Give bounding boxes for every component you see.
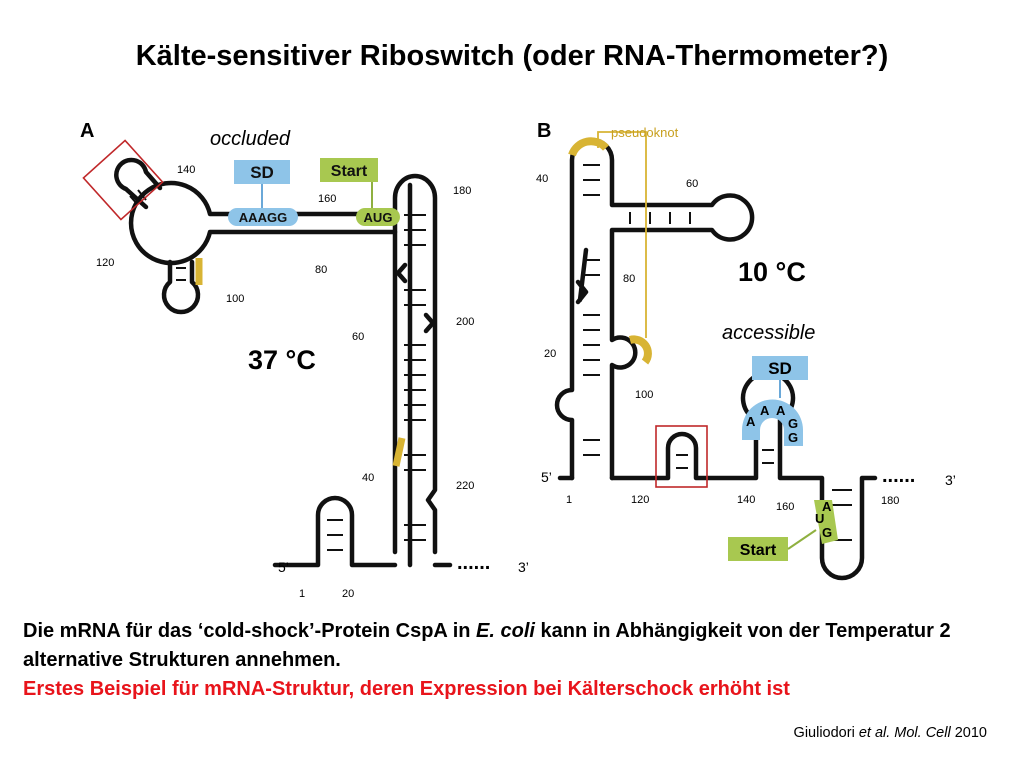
panel-a-start-sequence: AUG bbox=[364, 210, 393, 225]
panel-b-start-box bbox=[728, 537, 788, 561]
panel-b-num-140: 140 bbox=[737, 494, 755, 506]
panel-a-num-220: 220 bbox=[456, 480, 474, 492]
panel-a-sd-highlight bbox=[228, 208, 298, 226]
panel-a-5prime-hairpin bbox=[272, 495, 398, 568]
panel-b-letter: B bbox=[537, 120, 551, 142]
panel-a-red-box bbox=[82, 139, 164, 221]
panel-b-sd-label: SD bbox=[768, 359, 792, 378]
citation-year: 2010 bbox=[950, 725, 987, 741]
panel-b-num-40: 40 bbox=[536, 173, 548, 185]
panel-a-letter: A bbox=[80, 120, 94, 142]
citation-author: Giuliodori bbox=[793, 725, 859, 741]
caption-line2: Erstes Beispiel für mRNA-Struktur, deren… bbox=[23, 678, 790, 700]
panel-a-5prime: 5’ bbox=[278, 559, 289, 575]
citation: Giuliodori et al. Mol. Cell 2010 bbox=[794, 725, 987, 741]
panel-b-num-60: 60 bbox=[686, 178, 698, 190]
panel-b-start-bases: A U G bbox=[815, 499, 832, 540]
panel-b-temperature: 10 °C bbox=[738, 257, 806, 287]
panel-b-num-80: 80 bbox=[623, 273, 635, 285]
panel-b-num-20: 20 bbox=[544, 348, 556, 360]
panel-b-start-highlight bbox=[814, 500, 838, 544]
panel-a-sd-label: SD bbox=[250, 163, 274, 182]
caption-line1-end: kann in Abhängigkeit von der Temperatur … bbox=[23, 620, 951, 671]
panel-b-sd-base-g2: G bbox=[788, 430, 798, 445]
panel-b-3prime: 3’ bbox=[945, 472, 956, 488]
panel-b-sd-base-g1: G bbox=[788, 416, 798, 431]
panel-a-dots: ...... bbox=[457, 552, 490, 574]
panel-b-start-base-u: U bbox=[815, 511, 824, 526]
panel-a-temperature: 37 °C bbox=[248, 345, 316, 375]
panel-b-start-label: Start bbox=[740, 542, 777, 559]
panel-a-num-160: 160 bbox=[318, 193, 336, 205]
panel-b-num-160: 160 bbox=[776, 501, 794, 513]
panel-b-start-base-g: G bbox=[822, 525, 832, 540]
panel-a-num-180: 180 bbox=[453, 185, 471, 197]
panel-b-sd-base-a2: A bbox=[760, 403, 770, 418]
panel-a-numbers: 140 160 180 120 80 100 200 60 40 220 1 2… bbox=[96, 164, 474, 600]
panel-a-state-label: occluded bbox=[210, 128, 291, 150]
panel-b-5prime: 5’ bbox=[541, 469, 552, 485]
panel-b-dots: ...... bbox=[882, 465, 915, 487]
panel-a-num-20: 20 bbox=[342, 588, 354, 600]
riboswitch-figure: SD Start AAAGG AUG A occluded 37 °C 140 … bbox=[80, 120, 956, 600]
panel-b-num-1: 1 bbox=[566, 494, 572, 506]
panel-a-num-140: 140 bbox=[177, 164, 195, 176]
caption-line1: Die mRNA für das ‘cold-shock’-Protein Cs… bbox=[23, 617, 1013, 675]
caption-line1-species: E. coli bbox=[476, 620, 535, 642]
panel-a-upper-junction bbox=[128, 180, 398, 266]
panel-b-yellow-mid bbox=[628, 335, 652, 365]
panel-b-state-label: accessible bbox=[722, 322, 815, 344]
panel-b-yellow-top bbox=[568, 137, 609, 157]
panel-b-sd-bases: A A A G G bbox=[746, 403, 798, 445]
panel-a-boxed-hairpin bbox=[114, 157, 163, 210]
panel-a-highlights bbox=[82, 139, 406, 467]
panel-b-sd-base-a1: A bbox=[746, 414, 756, 429]
panel-b-sd-highlight bbox=[742, 399, 803, 446]
panel-b-basepairs bbox=[583, 164, 852, 541]
panel-a-num-80: 80 bbox=[315, 264, 327, 276]
panel-b-sd-base-a3: A bbox=[776, 403, 786, 418]
panel-a-num-200: 200 bbox=[456, 316, 474, 328]
panel-b-bottom-strand bbox=[557, 370, 878, 581]
panel-b-pseudoknot-label: pseudoknot bbox=[611, 125, 679, 140]
panel-a-basepairs bbox=[129, 189, 426, 551]
panel-a-start-highlight bbox=[356, 208, 400, 226]
panel-b-red-box bbox=[655, 425, 708, 488]
panel-a-yellow-segment-lower bbox=[392, 437, 406, 467]
panel-a-lower-hairpin bbox=[161, 259, 201, 315]
panel-a-num-100: 100 bbox=[226, 293, 244, 305]
panel-a-num-120: 120 bbox=[96, 257, 114, 269]
caption-line1-start: Die mRNA für das ‘cold-shock’-Protein Cs… bbox=[23, 620, 477, 642]
panel-a-start-label: Start bbox=[331, 163, 368, 180]
panel-b-sd-box bbox=[752, 356, 808, 380]
panel-a-main-helix bbox=[392, 173, 438, 555]
panel-a-num-60: 60 bbox=[352, 331, 364, 343]
caption: Die mRNA für das ‘cold-shock’-Protein Cs… bbox=[23, 617, 1013, 704]
panel-b-pseudoknot-link bbox=[597, 131, 647, 338]
panel-a-num-1: 1 bbox=[299, 588, 305, 600]
panel-b-start-base-a: A bbox=[822, 499, 832, 514]
panel-b-num-100: 100 bbox=[635, 389, 653, 401]
panel-b-num-180: 180 bbox=[881, 495, 899, 507]
panel-b-num-120: 120 bbox=[631, 494, 649, 506]
slide-title: Kälte-sensitiver Riboswitch (oder RNA-Th… bbox=[135, 40, 889, 72]
citation-journal: Mol. Cell bbox=[890, 725, 951, 741]
panel-b-main-helix bbox=[554, 137, 755, 481]
panel-b-numbers: 40 60 80 20 100 1 120 140 160 180 bbox=[536, 173, 899, 513]
panel-a-sd-sequence: AAAGG bbox=[239, 210, 287, 225]
citation-etal: et al. bbox=[858, 725, 891, 741]
panel-a-start-box bbox=[320, 158, 378, 182]
panel-a-3prime: 3’ bbox=[518, 559, 529, 575]
panel-a-num-40: 40 bbox=[362, 472, 374, 484]
panel-a-sd-box bbox=[234, 160, 290, 184]
